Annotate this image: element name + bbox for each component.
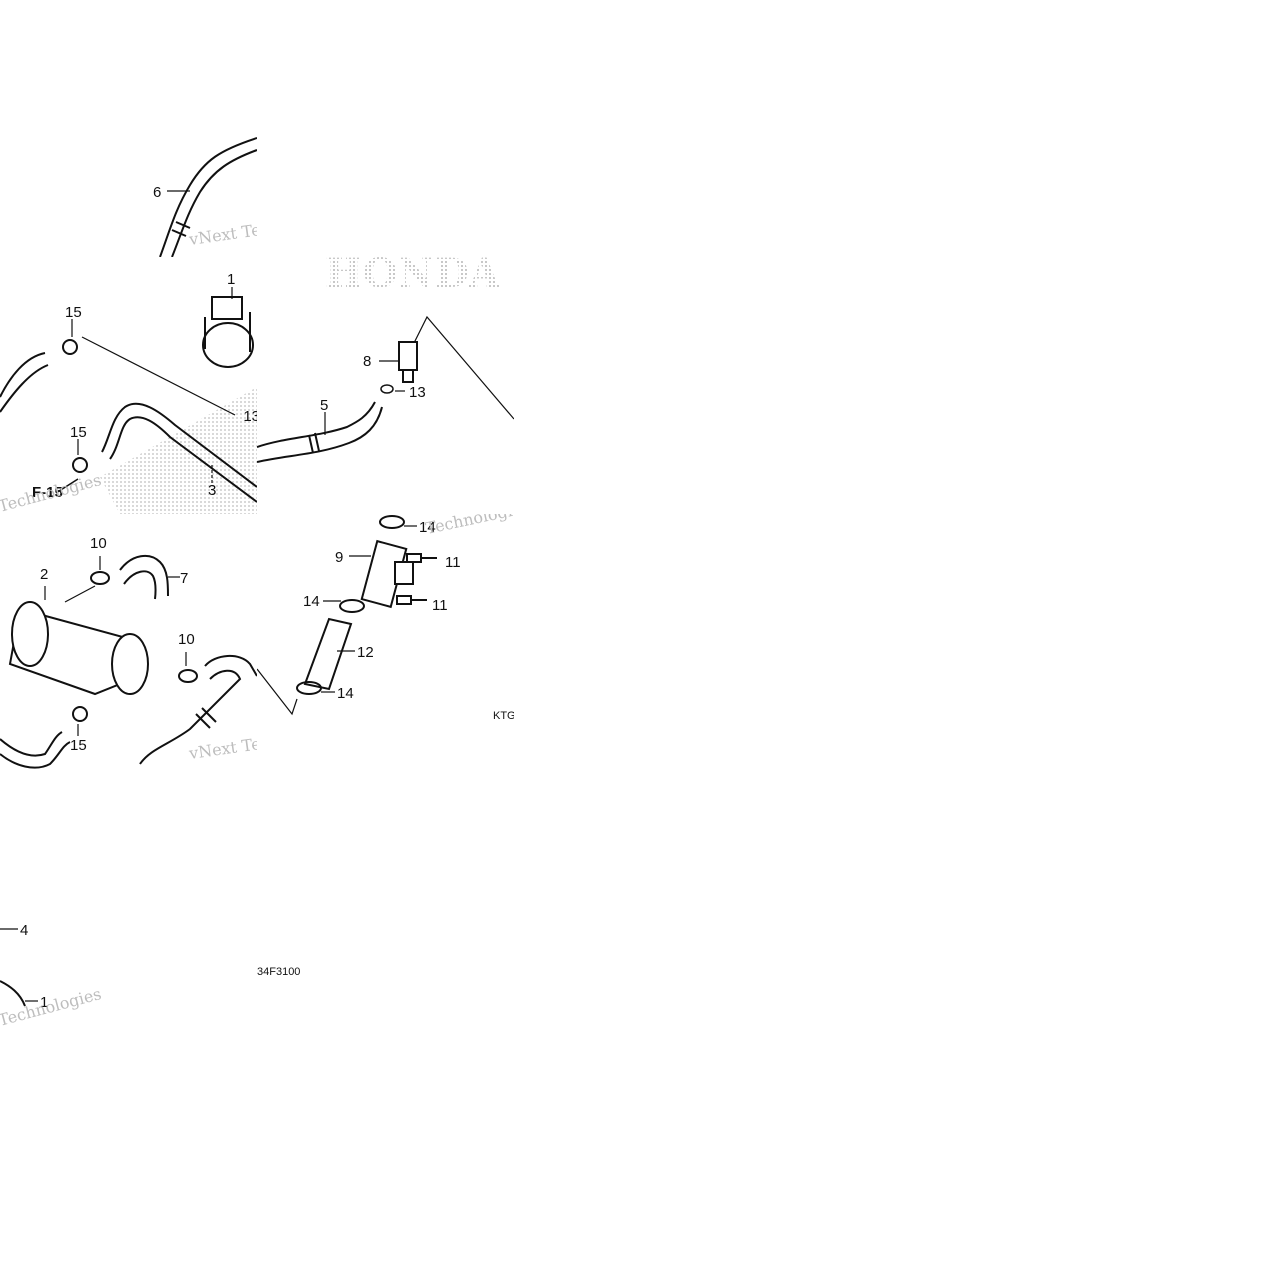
- callout-6: 6: [153, 184, 161, 201]
- callout-2: 2: [40, 566, 48, 583]
- tile-valve: 14 9 11 11 14 12 14: [257, 514, 514, 771]
- code-bottom: 34F3100: [257, 966, 300, 978]
- callout-5: 5: [320, 397, 328, 414]
- callout-4: 4: [20, 922, 28, 939]
- callout-15-low: 15: [70, 737, 87, 754]
- callout-15-top: 15: [65, 304, 82, 321]
- watermark-text-3: vNext Technologies: [187, 722, 257, 763]
- callout-12: 12: [357, 644, 374, 661]
- honda-watermark-shape: [100, 387, 257, 514]
- ref-label: F-15: [32, 484, 63, 501]
- code-ktg: KTG: [493, 710, 514, 722]
- tile-canister: 7 10 2 10 15 vNe: [0, 514, 257, 771]
- watermark-text-2: Technologies: [0, 470, 103, 514]
- callout-14-mid: 14: [303, 593, 320, 610]
- callout-8: 8: [363, 353, 371, 370]
- callout-1: 1: [227, 271, 235, 288]
- tile-hose-6: 6 vNext Technologies: [0, 0, 257, 257]
- tile-hose-3: 1 13 15 3 15 F-15 Technologies: [0, 257, 257, 514]
- tile-code: 34F3100: [257, 960, 317, 980]
- callout-1-b: 1: [40, 994, 48, 1011]
- tile-hose-5: HONDA 8 13 5: [257, 257, 514, 514]
- watermark-text: vNext Technologies: [187, 208, 257, 249]
- callout-10-top: 10: [90, 535, 107, 552]
- callout-13-b: 13: [409, 384, 426, 401]
- callout-15-mid: 15: [70, 424, 87, 441]
- callout-10-mid: 10: [178, 631, 195, 648]
- honda-watermark: HONDA: [325, 257, 501, 297]
- callout-7: 7: [180, 570, 188, 587]
- callout-11-top: 11: [445, 554, 461, 571]
- callout-14-top: 14: [419, 519, 436, 536]
- callout-9: 9: [335, 549, 343, 566]
- callout-3: 3: [208, 482, 216, 499]
- callout-13: 13: [243, 408, 257, 425]
- callout-11-bot: 11: [432, 597, 448, 614]
- watermark-text-4: Technologies: [424, 514, 514, 538]
- callout-14-bot: 14: [337, 685, 354, 702]
- tile-lower: 4 1 Technologies: [0, 771, 257, 1028]
